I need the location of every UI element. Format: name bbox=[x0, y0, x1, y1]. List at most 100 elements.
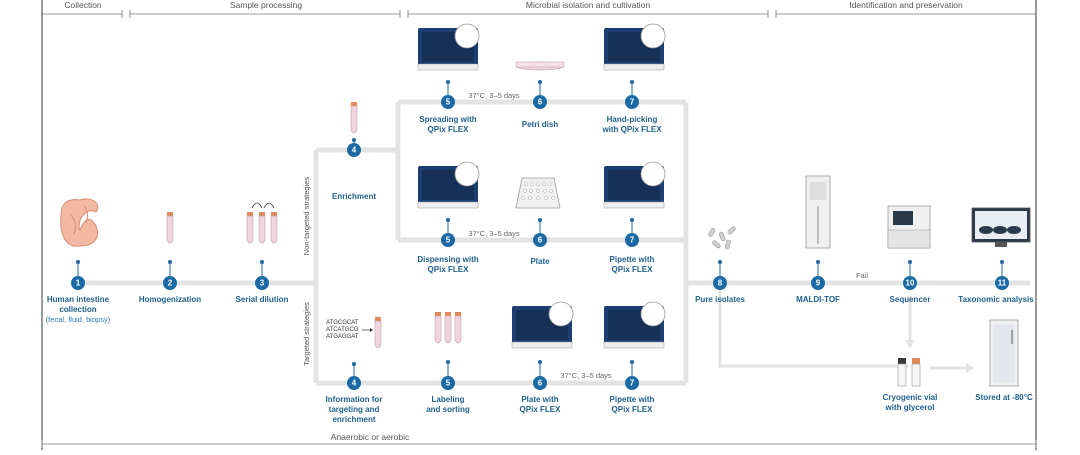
label-r3-5-line1: Labeling bbox=[432, 395, 465, 404]
qpix-pipette-targeted-icon bbox=[603, 301, 666, 349]
label-10: Sequencer bbox=[890, 295, 931, 304]
label-2: Homogenization bbox=[139, 295, 201, 304]
bottom-bar bbox=[41, 440, 1037, 448]
preservation-lines bbox=[718, 283, 968, 370]
label-r3-7-line2: QPix FLEX bbox=[612, 405, 654, 414]
label-r1-6: Petri dish bbox=[522, 120, 559, 129]
svg-text:ATCATGCG: ATCATGCG bbox=[326, 327, 359, 333]
node-r1-5: 5 bbox=[441, 80, 455, 109]
label-r1-7-line2: with QPix FLEX bbox=[601, 125, 662, 134]
node-10: 10 bbox=[903, 260, 917, 290]
serial-dilution-tubes-icon bbox=[246, 202, 278, 244]
node-1: 1 bbox=[71, 260, 85, 290]
maldi-tof-icon bbox=[805, 175, 831, 249]
label-r1-5-line1: Spreading with bbox=[419, 115, 476, 124]
label-1-sub: (fecal, fluid, biopsy) bbox=[46, 315, 111, 324]
label-r2-5-line2: QPix FLEX bbox=[428, 265, 470, 274]
qpix-dispensing-icon bbox=[417, 161, 480, 209]
node-r2-5: 5 bbox=[441, 218, 455, 247]
label-vial-line1: Cryogenic vial bbox=[883, 393, 938, 402]
well-plate-icon bbox=[515, 177, 561, 209]
node-r1-6: 6 bbox=[533, 80, 547, 109]
label-1-line2: collection bbox=[59, 305, 96, 314]
svg-text:7: 7 bbox=[630, 98, 635, 107]
non-targeted-label: Non-targeted strategies bbox=[302, 177, 311, 256]
incubation-note-2: 37°C, 3–5 days bbox=[468, 229, 520, 238]
label-3: Serial dilution bbox=[236, 295, 289, 304]
incubation-note-3: 37°C, 3–5 days bbox=[560, 371, 612, 380]
qpix-plate-icon bbox=[511, 301, 574, 349]
section-collection: Collection bbox=[64, 0, 102, 10]
svg-text:6: 6 bbox=[538, 379, 543, 388]
svg-text:5: 5 bbox=[446, 236, 451, 245]
label-r2-5-line1: Dispensing with bbox=[417, 255, 478, 264]
node-3: 3 bbox=[255, 260, 269, 290]
node-4b: 4 bbox=[347, 362, 361, 390]
section-isolation: Microbial isolation and cultivation bbox=[526, 0, 651, 10]
label-r2-6: Plate bbox=[530, 257, 550, 266]
label-vial-line2: with glycerol bbox=[885, 403, 935, 412]
node-r3-7: 7 bbox=[625, 360, 639, 390]
label-r3-5-line2: and sorting bbox=[426, 405, 470, 414]
sequencer-icon bbox=[887, 205, 931, 249]
svg-text:5: 5 bbox=[446, 379, 451, 388]
svg-text:11: 11 bbox=[998, 279, 1007, 288]
dna-sequence-text: ATGCGCAT ATCATGCG ATGAGGAT bbox=[326, 320, 373, 340]
step-nodes: 1 2 3 4 4 5 6 7 5 6 7 5 6 7 8 9 10 11 bbox=[71, 80, 1009, 390]
node-9: 9 bbox=[811, 260, 825, 290]
node-r2-7: 7 bbox=[625, 218, 639, 247]
label-r2-7-line1: Pipette with bbox=[610, 255, 655, 264]
arrow-seq-down bbox=[905, 340, 915, 348]
svg-text:8: 8 bbox=[718, 279, 723, 288]
svg-text:6: 6 bbox=[538, 236, 543, 245]
cryogenic-vial-icon bbox=[897, 358, 921, 387]
node-r1-7: 7 bbox=[625, 80, 639, 109]
targeted-label: Targeted strategies bbox=[302, 302, 311, 366]
label-11: Taxonomic analysis bbox=[958, 295, 1034, 304]
svg-text:9: 9 bbox=[816, 279, 821, 288]
label-4b-line3: enrichment bbox=[332, 415, 375, 424]
intestine-icon bbox=[60, 198, 99, 247]
label-r3-6-line1: Plate with bbox=[521, 395, 558, 404]
node-r3-6: 6 bbox=[533, 360, 547, 390]
freezer-icon bbox=[989, 319, 1019, 387]
node-4a: 4 bbox=[347, 138, 361, 157]
arrow-to-freezer bbox=[966, 363, 974, 373]
qpix-spreading-icon bbox=[417, 23, 480, 71]
svg-text:ATGAGGAT: ATGAGGAT bbox=[326, 334, 359, 340]
label-9: MALDI-TOF bbox=[796, 295, 840, 304]
qpix-handpicking-icon bbox=[603, 23, 666, 71]
label-8: Pure isolates bbox=[695, 295, 745, 304]
label-4b-line1: Information for bbox=[326, 395, 383, 404]
node-2: 2 bbox=[163, 260, 177, 290]
step-labels: Human intestine collection (fecal, fluid… bbox=[46, 115, 1035, 424]
label-r3-7-line1: Pipette with bbox=[610, 395, 655, 404]
svg-text:ATGCGCAT: ATGCGCAT bbox=[326, 320, 359, 326]
svg-text:2: 2 bbox=[168, 279, 173, 288]
anaerobic-label: Anaerobic or aerobic bbox=[331, 432, 410, 442]
svg-text:7: 7 bbox=[630, 379, 635, 388]
section-sample-processing: Sample processing bbox=[230, 0, 303, 10]
section-identification: Identification and preservation bbox=[849, 0, 963, 10]
analysis-monitor-icon bbox=[971, 207, 1031, 247]
svg-text:5: 5 bbox=[446, 98, 451, 107]
label-r1-5-line2: QPix FLEX bbox=[428, 125, 470, 134]
svg-text:10: 10 bbox=[906, 279, 915, 288]
incubation-note-1: 37°C, 3–5 days bbox=[468, 91, 520, 100]
svg-text:7: 7 bbox=[630, 236, 635, 245]
label-4b-line2: targeting and bbox=[329, 405, 380, 414]
labeling-tubes-icon bbox=[434, 311, 462, 344]
qpix-pipette-icon bbox=[603, 161, 666, 209]
fail-label: Fail bbox=[856, 271, 868, 280]
label-freezer: Stored at -80°C bbox=[975, 393, 1033, 402]
svg-text:1: 1 bbox=[76, 279, 81, 288]
label-r2-7-line2: QPix FLEX bbox=[612, 265, 654, 274]
enrichment-tube-icon bbox=[350, 101, 358, 134]
label-r3-6-line2: QPix FLEX bbox=[520, 405, 562, 414]
pure-isolates-icon bbox=[708, 226, 736, 250]
node-r3-5: 5 bbox=[441, 360, 455, 390]
homogenization-tube-icon bbox=[166, 211, 174, 244]
petri-dish-icon bbox=[515, 61, 565, 71]
node-r2-6: 6 bbox=[533, 218, 547, 247]
